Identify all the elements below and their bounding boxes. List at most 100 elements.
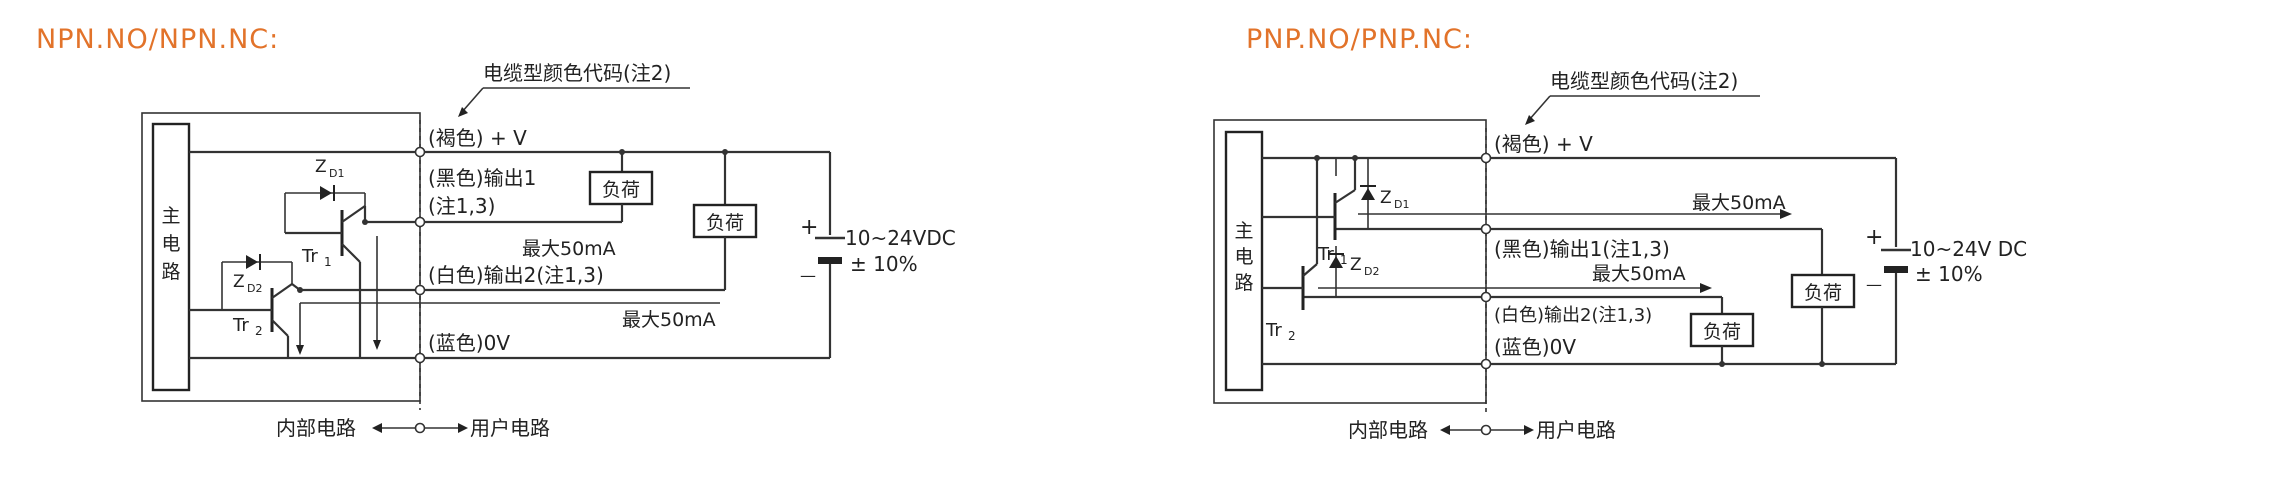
- tr1-label: Tr: [301, 246, 318, 267]
- tr2-label: Tr: [232, 315, 249, 336]
- cable-note: 电缆型颜色代码(注2): [1550, 69, 1738, 93]
- supply-voltage: 10~24VDC: [845, 226, 956, 250]
- current-arrow-1-head: [1780, 209, 1792, 219]
- load1-box: [588, 170, 654, 206]
- load1-label: 负荷: [1804, 282, 1842, 304]
- main-circuit-char-2: 电: [1234, 246, 1253, 268]
- internal-circuit-label: 内部电路: [276, 416, 356, 440]
- terminal-black: [1480, 223, 1492, 235]
- zd2-label: Z: [233, 272, 245, 292]
- tr1-collector: [341, 205, 366, 223]
- tr1-emitter: [341, 243, 361, 263]
- label-blue: (蓝色)0V: [1494, 335, 1576, 359]
- terminal-white: [1480, 291, 1492, 303]
- junction-load1: [619, 149, 625, 155]
- zd2-sub: D2: [1364, 265, 1379, 278]
- cable-note-leader: [461, 87, 484, 113]
- load2-label: 负荷: [1703, 321, 1741, 343]
- supply-minus: —: [1866, 275, 1882, 294]
- label-black-note: (注1,3): [428, 194, 495, 218]
- pnp-title: PNP.NO/PNP.NC:: [1246, 24, 1473, 55]
- legend-node: [1480, 424, 1492, 436]
- zd1-symbol: [1361, 188, 1375, 200]
- junction-tr1: [1352, 155, 1358, 161]
- zd1-label: Z: [315, 157, 327, 177]
- label-max-current-1: 最大50mA: [1692, 192, 1786, 214]
- main-circuit-char-3: 路: [161, 261, 180, 283]
- supply-plus: +: [1865, 225, 1883, 250]
- zd1-sub: D1: [1394, 198, 1409, 211]
- cable-note-arrow: [1525, 115, 1535, 125]
- label-max-current-2: 最大50mA: [622, 309, 716, 331]
- legend-node: [414, 422, 426, 434]
- supply-tolerance: ± 10%: [850, 252, 918, 276]
- label-max-current-2: 最大50mA: [1592, 263, 1686, 285]
- load2-label: 负荷: [706, 212, 744, 234]
- junction-out2: [297, 287, 303, 293]
- legend-arrow-right: [1524, 425, 1534, 435]
- cable-note-arrow: [458, 107, 468, 117]
- main-circuit-block: [151, 122, 191, 392]
- internal-circuit-frame: [1213, 119, 1487, 404]
- zd2-symbol: [1329, 256, 1343, 268]
- tr2-label: Tr: [1265, 320, 1282, 341]
- tr1-sub: 1: [324, 255, 332, 269]
- legend-arrow-right: [458, 423, 468, 433]
- npn-title: NPN.NO/NPN.NC:: [36, 24, 280, 55]
- label-white: (白色)输出2(注1,3): [428, 263, 604, 287]
- tr1-sub: 1: [1340, 253, 1348, 267]
- terminal-black: [414, 216, 426, 228]
- tr2-sub: 2: [255, 324, 263, 338]
- supply-voltage: 10~24V DC: [1910, 237, 2027, 261]
- zd2-symbol: [246, 255, 258, 269]
- cable-note: 电缆型颜色代码(注2): [483, 61, 671, 85]
- pnp-panel: PNP.NO/PNP.NC: 主 电 路 + — 10~24V DC ± 10%…: [1210, 0, 2275, 479]
- zd2-sub: D2: [247, 282, 262, 295]
- npn-diagram: 主 电 路 + — 10~24VDC ± 10% 负荷 负荷: [141, 61, 956, 440]
- zd1-symbol: [320, 186, 332, 200]
- battery-short-plate: [1884, 266, 1908, 273]
- terminal-blue: [1480, 358, 1492, 370]
- zd1-sub: D1: [329, 167, 344, 180]
- internal-circuit-label: 内部电路: [1348, 418, 1428, 442]
- zd1-label: Z: [1380, 188, 1392, 208]
- junction-tr2: [1314, 155, 1320, 161]
- junction-load2: [722, 149, 728, 155]
- current-arrow-2-head: [296, 345, 304, 355]
- user-circuit-label: 用户电路: [1536, 418, 1616, 442]
- junction-load2: [1719, 361, 1725, 367]
- npn-panel: NPN.NO/NPN.NC: 主 电 路 + — 10~24VDC ± 10% …: [0, 0, 1137, 479]
- current-arrow-1-head: [373, 340, 381, 350]
- terminal-brown: [414, 146, 426, 158]
- load1-box: [1790, 273, 1856, 309]
- tr2-sub: 2: [1288, 329, 1296, 343]
- battery-short-plate: [818, 257, 842, 264]
- label-brown: (褐色) + V: [1494, 132, 1593, 156]
- label-blue: (蓝色)0V: [428, 331, 510, 355]
- label-white: (白色)输出2(注1,3): [1494, 305, 1652, 326]
- current-arrow-2-head: [1700, 283, 1712, 293]
- supply-plus: +: [800, 215, 818, 240]
- user-circuit-label: 用户电路: [470, 416, 550, 440]
- cable-note-leader: [1528, 95, 1551, 121]
- main-circuit-char-2: 电: [161, 233, 180, 255]
- terminal-brown: [1480, 152, 1492, 164]
- load1-label: 负荷: [602, 179, 640, 201]
- pnp-diagram: 主 电 路 + — 10~24V DC ± 10% 负荷 负荷: [1213, 69, 2027, 442]
- tr1-label: Tr: [1317, 244, 1334, 265]
- terminal-white: [414, 284, 426, 296]
- junction-out1: [362, 219, 368, 225]
- main-circuit-char-1: 主: [1234, 220, 1253, 242]
- tr2-emitter: [1302, 263, 1318, 277]
- tr2-emitter: [271, 319, 289, 337]
- load2-box: [1689, 312, 1755, 348]
- label-max-current-1: 最大50mA: [522, 238, 616, 260]
- terminal-blue: [414, 352, 426, 364]
- label-black: (黑色)输出1: [428, 166, 536, 190]
- supply-tolerance: ± 10%: [1915, 262, 1983, 286]
- label-brown: (褐色) + V: [428, 126, 527, 150]
- label-black: (黑色)输出1(注1,3): [1494, 237, 1670, 261]
- main-circuit-char-3: 路: [1234, 272, 1253, 294]
- supply-minus: —: [800, 266, 816, 285]
- main-circuit-char-1: 主: [161, 205, 180, 227]
